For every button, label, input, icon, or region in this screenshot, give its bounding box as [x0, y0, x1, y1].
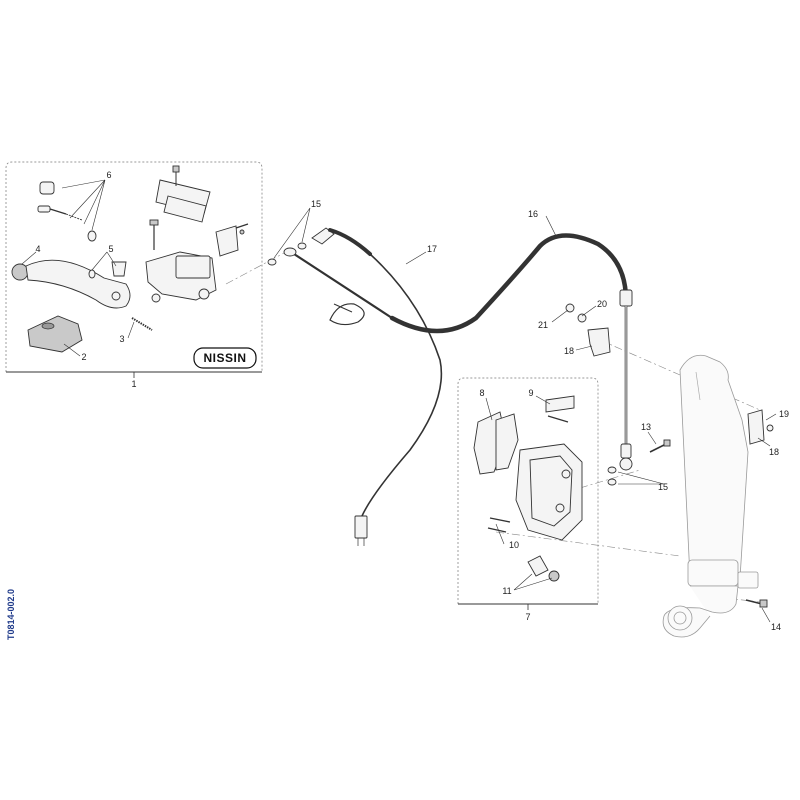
label-16: 16: [528, 209, 538, 219]
small-hardware-left: [37, 181, 153, 331]
lever-cover: [27, 315, 83, 353]
nissin-logo-text: NISSIN: [203, 351, 246, 365]
master-cylinder-body: [145, 165, 249, 303]
label-18-lower: 18: [769, 447, 779, 457]
label-8: 8: [479, 388, 484, 398]
master-cylinder-group-box: [5, 161, 263, 378]
drawing-code: T0814-002.0: [6, 589, 16, 640]
label-21: 21: [538, 320, 548, 330]
pad-pins: [487, 517, 511, 533]
nissin-badge: NISSIN: [193, 347, 257, 369]
label-1: 1: [131, 379, 136, 389]
label-9: 9: [528, 388, 533, 398]
caliper-bolts: [527, 555, 560, 582]
brake-lever: [11, 259, 131, 309]
front-fork-leg: [662, 354, 759, 638]
label-20: 20: [597, 299, 607, 309]
label-15-upper: 15: [311, 199, 321, 209]
label-17: 17: [427, 244, 437, 254]
label-14: 14: [771, 622, 781, 632]
callout-labels: 1 2 3 4 5 6 7 8 9 10 11 13 14 15 15 16 1…: [35, 170, 789, 632]
brake-hose: [389, 233, 633, 471]
label-3: 3: [119, 334, 124, 344]
label-13: 13: [641, 422, 651, 432]
label-18-upper: 18: [564, 346, 574, 356]
callout-leaders: [21, 179, 777, 623]
banjo-line-and-sensor-cable: [267, 227, 443, 546]
label-4: 4: [35, 244, 40, 254]
caliper-group-box: [457, 377, 599, 610]
pad-spring: [545, 395, 575, 423]
label-6: 6: [106, 170, 111, 180]
label-2: 2: [81, 352, 86, 362]
label-10: 10: [509, 540, 519, 550]
hose-bracket-upper: [565, 303, 611, 357]
brake-caliper: [515, 443, 583, 541]
label-15-lower: 15: [658, 482, 668, 492]
washers-and-bolts: [607, 439, 768, 608]
label-5: 5: [108, 244, 113, 254]
label-19: 19: [779, 409, 789, 419]
label-7: 7: [525, 612, 530, 622]
hose-bracket-lower: [747, 409, 774, 445]
brake-pads: [473, 411, 519, 475]
label-11: 11: [502, 586, 511, 596]
